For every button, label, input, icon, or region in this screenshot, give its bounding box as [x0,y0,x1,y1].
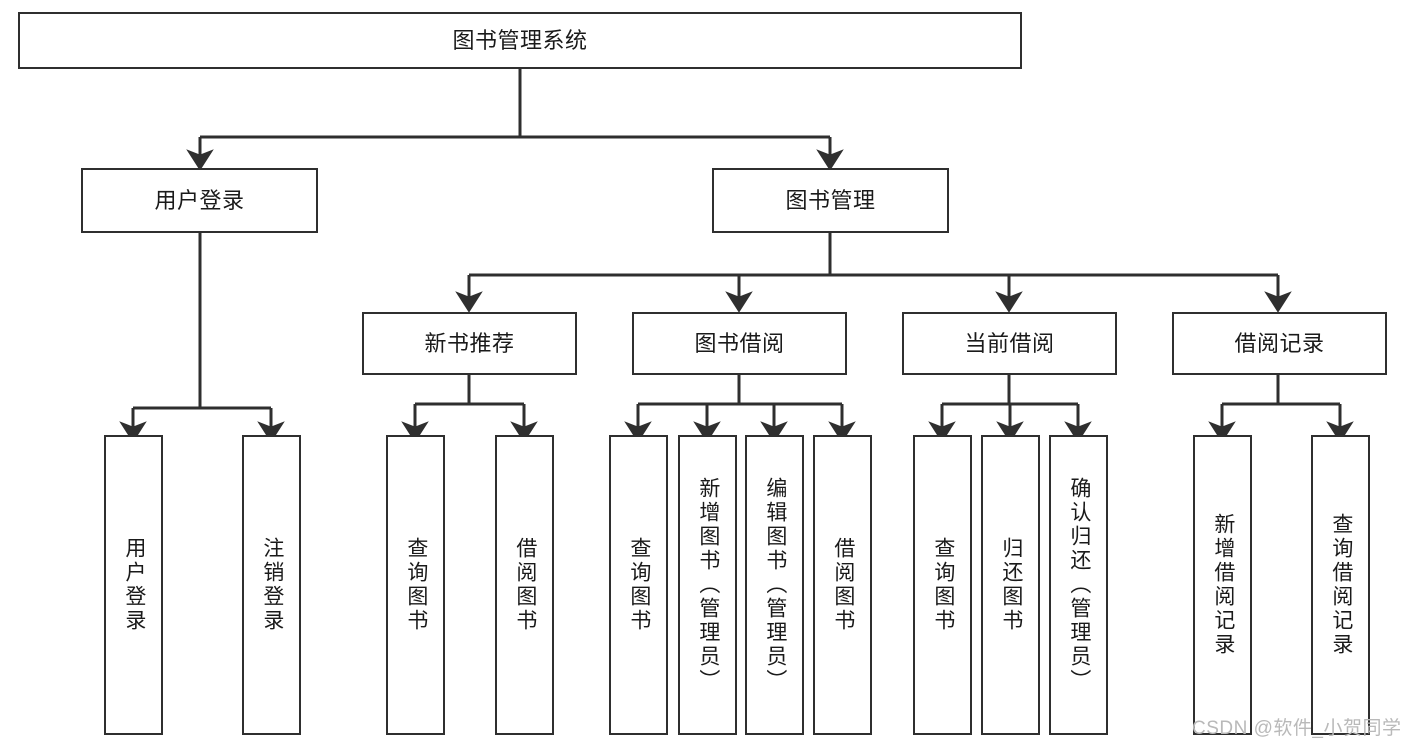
node-leaf-confirm-return[interactable]: 确认归还（管理员） [1049,435,1108,735]
node-user-login-label: 用户登录 [154,187,245,213]
node-leaf-add-book-label: 新增图书（管理员） [696,477,720,693]
node-leaf-return-book-label: 归还图书 [999,537,1023,633]
node-book-borrow-label: 图书借阅 [694,330,785,356]
node-root-label: 图书管理系统 [452,27,588,53]
node-book-borrow[interactable]: 图书借阅 [632,312,847,375]
node-leaf-query-record-label: 查询借阅记录 [1329,513,1353,657]
node-borrow-record[interactable]: 借阅记录 [1172,312,1387,375]
node-root[interactable]: 图书管理系统 [18,12,1022,69]
node-leaf-confirm-return-label: 确认归还（管理员） [1067,477,1091,693]
watermark-text: CSDN @软件_小贺同学 [1192,718,1402,739]
node-leaf-add-record-label: 新增借阅记录 [1211,513,1235,657]
node-leaf-user-login-label: 用户登录 [122,537,146,633]
node-leaf-query-record[interactable]: 查询借阅记录 [1311,435,1370,735]
node-borrow-record-label: 借阅记录 [1234,330,1325,356]
node-leaf-logout[interactable]: 注销登录 [242,435,301,735]
node-book-manage[interactable]: 图书管理 [712,168,949,233]
node-leaf-edit-book-label: 编辑图书（管理员） [763,477,787,693]
node-current-borrow[interactable]: 当前借阅 [902,312,1117,375]
node-leaf-return-book[interactable]: 归还图书 [981,435,1040,735]
node-new-book-rec-label: 新书推荐 [424,330,515,356]
node-leaf-query-book-1-label: 查询图书 [404,537,428,633]
node-leaf-logout-label: 注销登录 [260,537,284,633]
node-user-login[interactable]: 用户登录 [81,168,318,233]
node-leaf-query-book-1[interactable]: 查询图书 [386,435,445,735]
node-leaf-add-record[interactable]: 新增借阅记录 [1193,435,1252,735]
node-leaf-user-login[interactable]: 用户登录 [104,435,163,735]
node-leaf-query-book-2[interactable]: 查询图书 [609,435,668,735]
node-leaf-borrow-book-2-label: 借阅图书 [831,537,855,633]
node-leaf-borrow-book-2[interactable]: 借阅图书 [813,435,872,735]
node-current-borrow-label: 当前借阅 [964,330,1055,356]
node-leaf-query-book-3[interactable]: 查询图书 [913,435,972,735]
node-leaf-edit-book[interactable]: 编辑图书（管理员） [745,435,804,735]
node-leaf-borrow-book-1[interactable]: 借阅图书 [495,435,554,735]
node-leaf-borrow-book-1-label: 借阅图书 [513,537,537,633]
node-new-book-rec[interactable]: 新书推荐 [362,312,577,375]
node-leaf-query-book-3-label: 查询图书 [931,537,955,633]
node-leaf-query-book-2-label: 查询图书 [627,537,651,633]
node-leaf-add-book[interactable]: 新增图书（管理员） [678,435,737,735]
node-book-manage-label: 图书管理 [785,187,876,213]
